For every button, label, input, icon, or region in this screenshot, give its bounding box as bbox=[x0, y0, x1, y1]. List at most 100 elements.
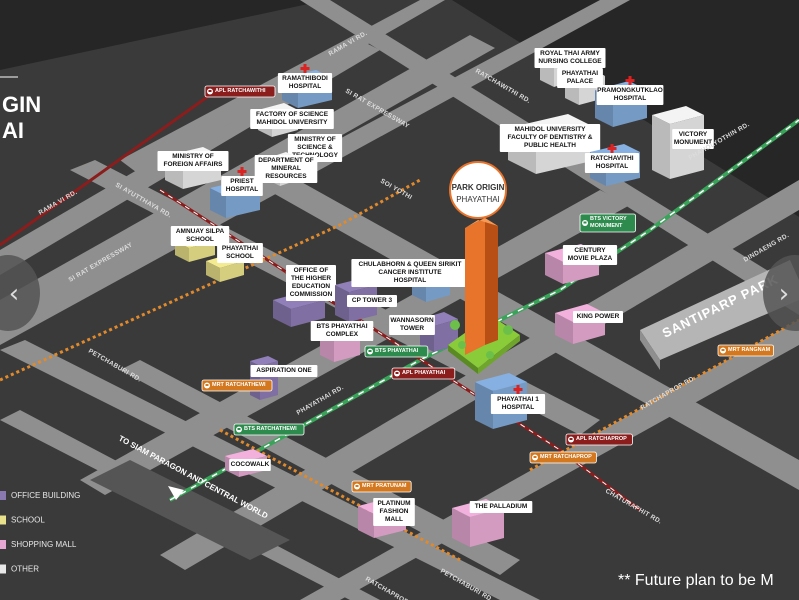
title-line-2: AI bbox=[2, 118, 24, 143]
building-label: CP TOWER 3 bbox=[352, 297, 393, 304]
building-label-box bbox=[672, 129, 714, 149]
building-label-box bbox=[229, 459, 271, 471]
prev-slide-button[interactable]: ‹ bbox=[0, 255, 40, 331]
hospital-cross-icon bbox=[607, 144, 617, 153]
building-label-box bbox=[469, 501, 533, 513]
station-mrt-ratchaprop: MRT RATCHAPROP bbox=[529, 451, 597, 464]
road-phahonyothin bbox=[250, 170, 799, 490]
chevron-left-icon: ‹ bbox=[9, 279, 19, 309]
building-label-box bbox=[562, 245, 618, 265]
station-apl-phayathai: APL PHAYATHAI bbox=[391, 367, 456, 380]
title-line-1: GIN bbox=[2, 92, 41, 117]
station-apl-ratchaprop: APL RATCHAPROP bbox=[565, 433, 633, 446]
legend: OFFICE BUILDING SCHOOL SHOPPING MALL OTHER bbox=[0, 491, 80, 574]
station-bts-ratchathewi: BTS RATCHATHEWI bbox=[233, 423, 305, 436]
station-bts-phayathai: BTS PHAYATHAI bbox=[364, 345, 429, 358]
building-label-box bbox=[499, 124, 601, 152]
train-icon bbox=[354, 483, 360, 490]
chevron-right-icon: › bbox=[779, 279, 789, 309]
legend-label: OTHER bbox=[11, 565, 39, 574]
train-icon bbox=[394, 370, 400, 377]
direction-arrow-icon bbox=[168, 486, 184, 500]
legend-label: OFFICE BUILDING bbox=[11, 491, 80, 500]
building-label-box bbox=[310, 321, 374, 341]
hospital-cross-icon bbox=[625, 76, 635, 85]
legend-swatch bbox=[0, 491, 6, 500]
legend-swatch bbox=[0, 515, 6, 525]
legend-label: SCHOOL bbox=[11, 516, 45, 525]
building-label-box bbox=[250, 365, 318, 377]
building-label-box bbox=[596, 85, 664, 105]
legend-label: SHOPPING MALL bbox=[11, 540, 77, 549]
station-mrt-rangnam: MRT RANGNAM bbox=[717, 344, 774, 357]
hospital-cross-icon bbox=[237, 167, 247, 176]
hospital-cross-icon bbox=[300, 64, 310, 73]
building-label-box bbox=[389, 315, 435, 335]
station-label: MRT PRATUNAM bbox=[362, 483, 407, 489]
building-label-box bbox=[170, 226, 230, 246]
station-label: BTS PHAYATHAI bbox=[375, 348, 419, 354]
building-label: ASPIRATION ONE bbox=[256, 367, 312, 374]
station-label: MRT RANGNAM bbox=[728, 347, 771, 353]
legend-item: OFFICE BUILDING bbox=[0, 491, 80, 500]
building-label-box bbox=[277, 73, 333, 93]
building-label-box bbox=[490, 394, 546, 414]
station-label: APL RATCHAPROP bbox=[576, 436, 627, 442]
next-slide-button[interactable]: › bbox=[763, 255, 799, 331]
building-label-box bbox=[286, 265, 336, 301]
station-apl-ratchawithi: APL RATCHAWITHI bbox=[204, 85, 276, 98]
road-left-diag bbox=[120, 360, 520, 575]
building-label-box bbox=[221, 176, 263, 196]
title-block: GIN AI bbox=[0, 76, 41, 143]
train-icon bbox=[532, 454, 538, 461]
project-marker[interactable] bbox=[449, 161, 507, 219]
legend-item: SHOPPING MALL bbox=[0, 540, 77, 549]
building-cocowalk: COCOWALK bbox=[225, 449, 271, 477]
legend-item: OTHER bbox=[0, 564, 39, 574]
train-icon bbox=[236, 426, 242, 433]
building-label-box bbox=[157, 151, 229, 171]
building-label: COCOWALK bbox=[231, 461, 270, 468]
building-label-box bbox=[351, 259, 469, 287]
building-king-power: KING POWER bbox=[555, 304, 623, 344]
building-palladium: THE PALLADIUM bbox=[452, 499, 533, 547]
legend-swatch bbox=[0, 540, 6, 549]
building-label-box bbox=[373, 498, 415, 526]
train-icon bbox=[720, 347, 726, 354]
mrt-line bbox=[0, 178, 799, 562]
park-origin-tower: PARK ORIGIN PHAYATHAI bbox=[448, 161, 520, 374]
